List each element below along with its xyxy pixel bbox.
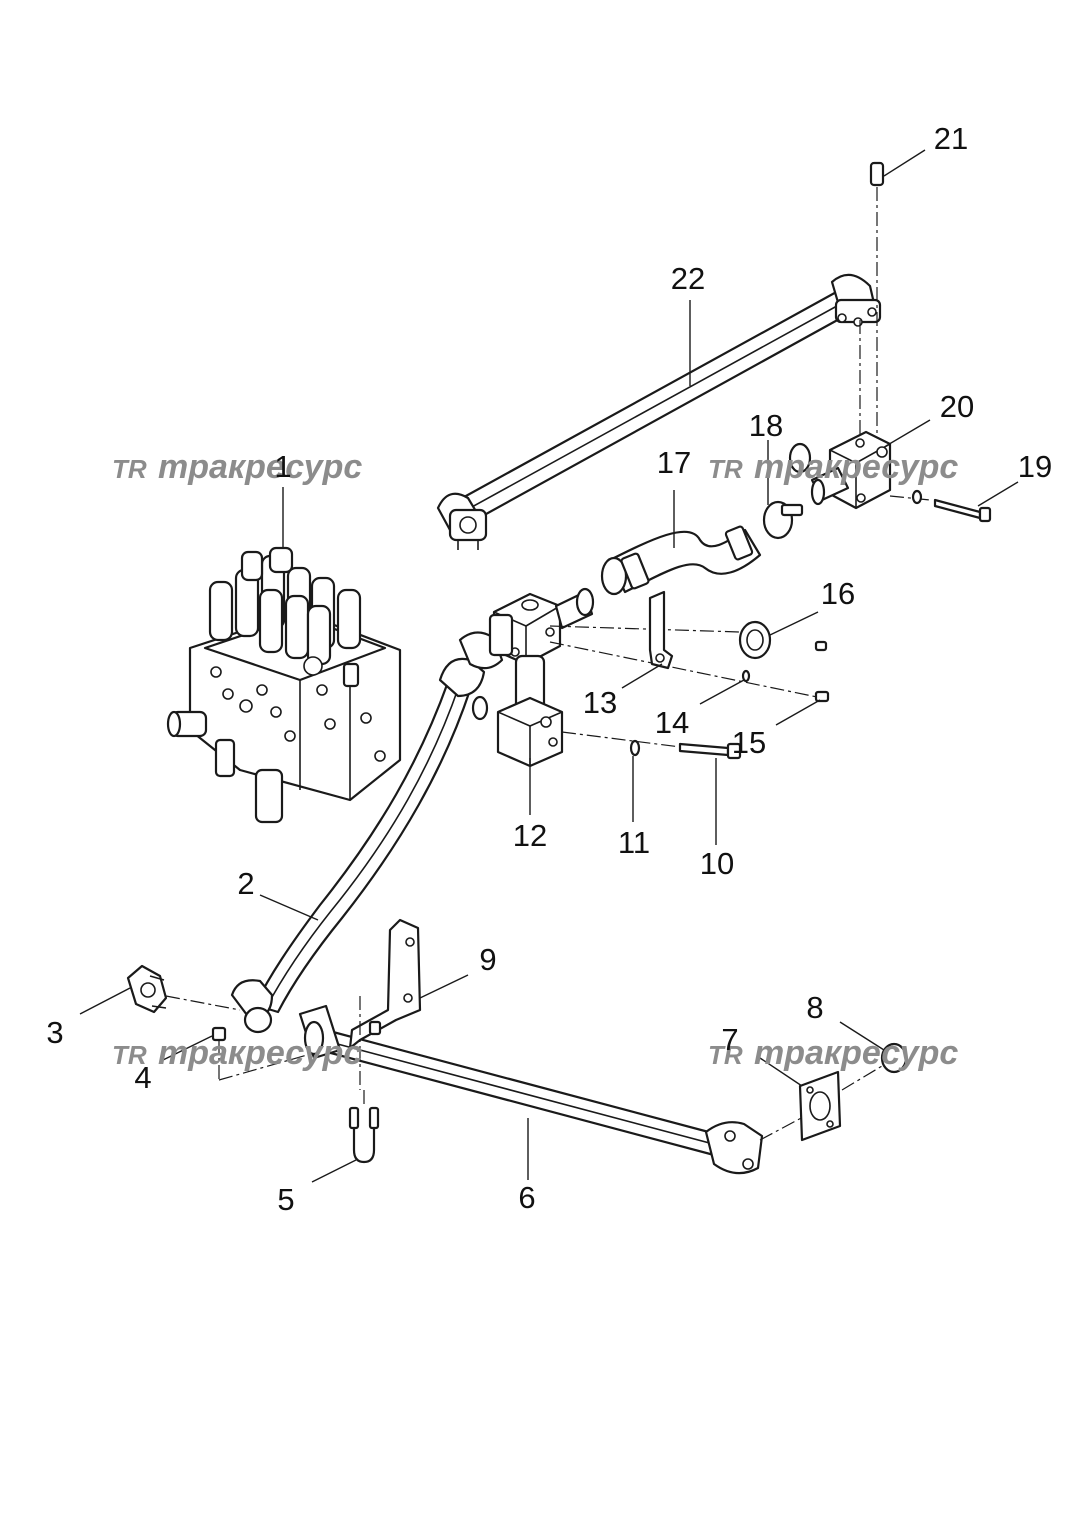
part-11-washer — [629, 739, 641, 757]
part-13-bracket — [648, 590, 674, 670]
watermark-text: тракресурс — [158, 1034, 362, 1072]
part-10-bolt — [678, 742, 742, 760]
watermark-logo: TR — [708, 1040, 743, 1070]
callout-1: 1 — [274, 449, 291, 484]
part-17-bent-hose — [600, 525, 762, 596]
watermark-logo: TR — [708, 454, 743, 484]
callout-14: 14 — [655, 705, 689, 740]
callout-22: 22 — [671, 261, 705, 296]
callout-labels: 1 2 3 4 5 6 7 8 9 10 11 12 13 14 15 16 1… — [46, 121, 1052, 1217]
watermark-logo: TR — [112, 1040, 147, 1070]
leader-lines — [79, 149, 1019, 1183]
callout-13: 13 — [583, 685, 617, 720]
part-21-screw — [859, 161, 885, 440]
callout-2: 2 — [237, 866, 254, 901]
callout-7: 7 — [721, 1022, 738, 1057]
callout-18: 18 — [749, 408, 783, 443]
part-7-flange-plate — [798, 1070, 842, 1142]
part-2-hose — [230, 613, 514, 1034]
callout-12: 12 — [513, 818, 547, 853]
callout-15: 15 — [732, 725, 766, 760]
callout-11: 11 — [618, 825, 650, 860]
part-8-o-ring — [841, 1042, 908, 1091]
part-15-screw — [814, 690, 830, 703]
callout-8: 8 — [806, 990, 823, 1025]
callout-17: 17 — [657, 445, 691, 480]
part-18-clamp — [762, 442, 812, 540]
watermark-logo: TR — [112, 454, 147, 484]
part-19-bolt — [889, 489, 992, 523]
part-5-u-bolt — [348, 1090, 380, 1164]
part-4-nut — [211, 1026, 361, 1081]
callout-5: 5 — [277, 1182, 294, 1217]
part-20-block — [810, 430, 892, 510]
watermark-text: тракресурс — [754, 1034, 958, 1072]
watermark-left: TR тракресурс — [112, 448, 362, 486]
callout-20: 20 — [940, 389, 974, 424]
part-9-bracket — [348, 918, 422, 1090]
callout-6: 6 — [518, 1180, 535, 1215]
callout-19: 19 — [1018, 449, 1052, 484]
callout-4: 4 — [134, 1060, 151, 1095]
part-3-flange — [126, 964, 241, 1014]
watermark-bottom-right: TR тракресурс — [708, 1034, 958, 1072]
callout-9: 9 — [479, 942, 496, 977]
part-6-pipe — [298, 1004, 821, 1175]
watermark-text: тракресурс — [158, 448, 362, 486]
callout-21: 21 — [934, 121, 968, 156]
watermark-bottom-left: TR тракресурс — [112, 1034, 362, 1072]
part-1-control-valve — [166, 546, 402, 824]
callout-16: 16 — [821, 576, 855, 611]
callout-3: 3 — [46, 1015, 63, 1050]
callout-10: 10 — [700, 846, 734, 881]
part-22-upper-hose — [436, 273, 882, 550]
watermark-right-top: TR тракресурс — [708, 448, 958, 486]
part-14-washer — [741, 669, 751, 683]
watermark-text: тракресурс — [754, 448, 958, 486]
part-16-clamp — [738, 620, 828, 660]
